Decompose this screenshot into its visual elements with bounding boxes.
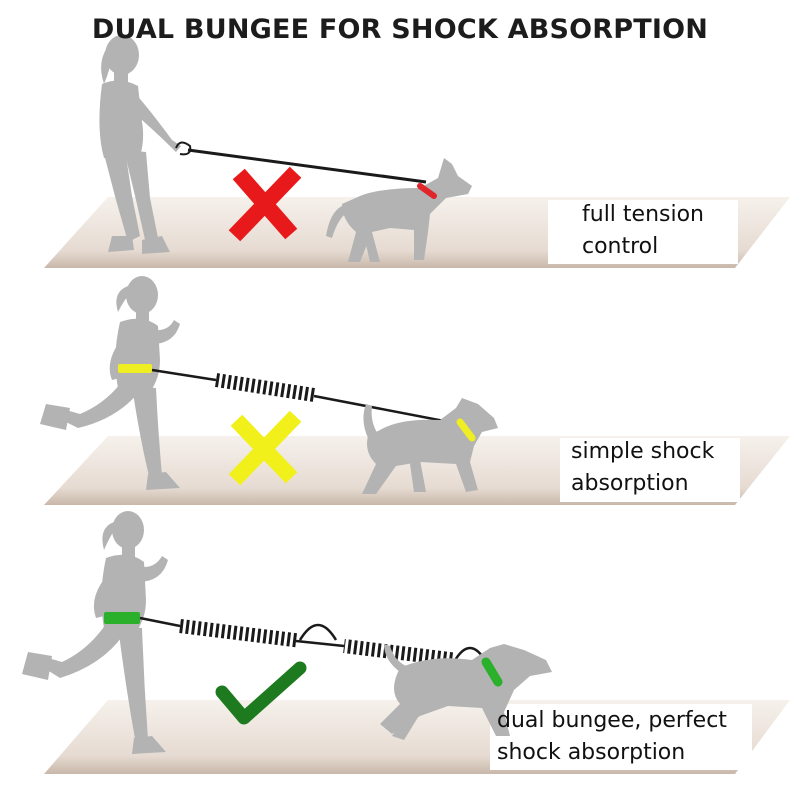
leash-line-2a <box>151 368 217 382</box>
leash-line-1 <box>187 148 427 184</box>
caption-backdrop-2 <box>560 438 740 502</box>
caption-backdrop-3 <box>490 704 752 770</box>
check-marker-green <box>215 661 307 725</box>
leash-line-3b <box>295 639 345 648</box>
caption-panel-3: dual bungee, perfect shock absorption <box>497 705 727 769</box>
caption-panel-1: full tension control <box>582 199 704 263</box>
belt-2 <box>118 364 152 373</box>
caption-backdrop-1 <box>548 200 738 264</box>
cross-marker-red <box>228 166 302 242</box>
bungee-coil-3b <box>343 639 455 667</box>
diagram-title: DUAL BUNGEE FOR SHOCK ABSORPTION <box>91 14 709 45</box>
caption-line: dual bungee, perfect <box>497 708 727 733</box>
caption-line: simple shock <box>571 439 715 464</box>
dog-collar-1 <box>417 183 437 199</box>
leash-line-3a <box>139 616 181 628</box>
bungee-coil-2 <box>214 373 316 403</box>
belt-3 <box>104 612 140 624</box>
caption-line: absorption <box>571 471 689 496</box>
walking-woman-silhouette <box>99 35 181 254</box>
dog-silhouette-1 <box>326 158 472 262</box>
dog-collar-2 <box>456 418 476 442</box>
panel-2 <box>40 276 790 505</box>
dog-collar-3 <box>481 657 503 687</box>
bungee-loop-3a <box>298 623 338 641</box>
caption-line: control <box>582 234 659 259</box>
leash-handle-1 <box>175 141 192 156</box>
caption-line: full tension <box>582 202 704 227</box>
panel-3 <box>22 511 790 774</box>
caption-line: shock absorption <box>497 740 686 765</box>
dog-silhouette-3 <box>380 644 552 740</box>
bungee-coil-3a <box>179 619 298 648</box>
caption-panel-2: simple shock absorption <box>571 436 714 500</box>
panel-1 <box>44 35 790 268</box>
cross-marker-yellow <box>228 410 302 486</box>
running-woman-silhouette-1 <box>40 276 180 490</box>
